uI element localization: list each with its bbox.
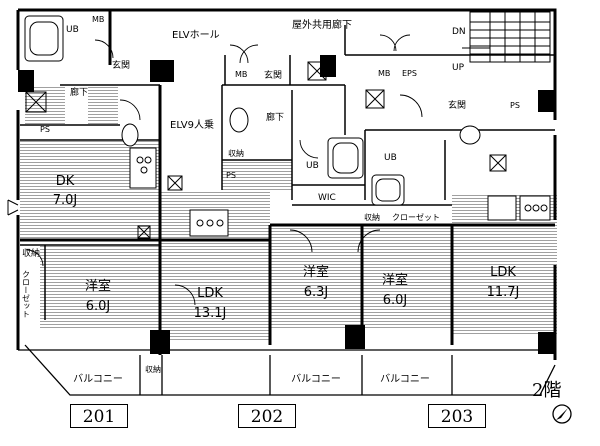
elevator-hall-label: ELVホール: [172, 29, 220, 41]
u202-corridor-label: 廊下: [266, 111, 284, 123]
u203-balcony-label: バルコニー: [380, 373, 430, 385]
u202-entrance-label: 玄関: [264, 69, 282, 81]
u203-storage-label: 収納: [364, 212, 380, 222]
u201-mb-label: MB: [92, 15, 104, 24]
balcony-outline: [18, 344, 556, 396]
u202-ldk-size: 13.1J: [194, 306, 227, 321]
u202-ub-label: UB: [306, 161, 319, 171]
u201-dk-name: DK: [56, 174, 75, 189]
compass-icon: [552, 404, 572, 424]
u203-eps-label: EPS: [402, 69, 417, 78]
unit-203-number: 203: [428, 404, 486, 428]
building-walls: [16, 8, 557, 360]
flooring: [20, 85, 557, 340]
unit-203-labels: MB EPS 玄関 PS UB 収納 クローゼット 洋室 6.0J LDK 11…: [364, 69, 520, 385]
unit-202-number: 202: [238, 404, 296, 428]
u201-balcony-label: バルコニー: [73, 373, 123, 385]
u202-balcony-storage-label: 収納: [145, 364, 161, 374]
u201-western-size: 6.0J: [86, 299, 111, 314]
u201-entrance-label: 玄関: [112, 59, 130, 71]
u203-western-name: 洋室: [382, 272, 408, 288]
u202-wic-label: WIC: [318, 193, 336, 203]
stair-down-label: DN: [452, 27, 466, 37]
u201-storage-label: 収納: [22, 247, 40, 259]
u202-western-size: 6.3J: [304, 285, 329, 300]
u202-ldk-name: LDK: [197, 286, 223, 301]
u202-western-name: 洋室: [303, 264, 329, 280]
u203-ub-label: UB: [384, 153, 397, 163]
u201-corridor-label: 廊下: [70, 86, 88, 98]
unit-201-number: 201: [70, 404, 128, 428]
u201-dk-size: 7.0J: [53, 193, 78, 208]
u203-ldk-size: 11.7J: [487, 285, 520, 300]
outdoor-corridor-label: 屋外共用廊下: [292, 18, 352, 31]
u202-mb-label: MB: [235, 70, 247, 79]
u201-closet-label: クローゼット: [22, 270, 31, 318]
floor-label: 2階: [532, 380, 562, 401]
unit-201-labels: UB MB 玄関 廊下 PS DK 7.0J 収納 クローゼット 洋室 6.0J…: [22, 15, 131, 385]
staircase: [462, 11, 551, 63]
u203-closet-label: クローゼット: [392, 212, 440, 222]
elevator-label: ELV9人乗: [170, 119, 214, 131]
fixtures: [24, 15, 551, 237]
doors: [26, 34, 423, 306]
u203-mb-label: MB: [378, 69, 390, 78]
u203-entrance-label: 玄関: [448, 99, 466, 111]
u202-ps-label: PS: [226, 171, 236, 180]
u202-storage-label: 収納: [228, 148, 244, 158]
windows: [7, 199, 19, 216]
u201-western-name: 洋室: [85, 278, 111, 294]
common-labels: ELVホール 屋外共用廊下 ELV9人乗 DN UP: [170, 18, 466, 131]
u203-ldk-name: LDK: [490, 265, 516, 280]
washer-spaces: [25, 61, 507, 239]
stair-up-label: UP: [452, 63, 465, 73]
u201-ps-label: PS: [40, 125, 50, 134]
unit-202-labels: MB 玄関 廊下 収納 PS UB WIC LDK 13.1J 洋室 6.3J …: [145, 69, 341, 385]
structural-columns: [18, 55, 556, 354]
interior-walls: [20, 25, 555, 320]
u203-western-size: 6.0J: [383, 293, 408, 308]
u201-ub-label: UB: [66, 25, 79, 35]
u202-balcony-label: バルコニー: [291, 373, 341, 385]
u203-ps-label: PS: [510, 101, 520, 110]
